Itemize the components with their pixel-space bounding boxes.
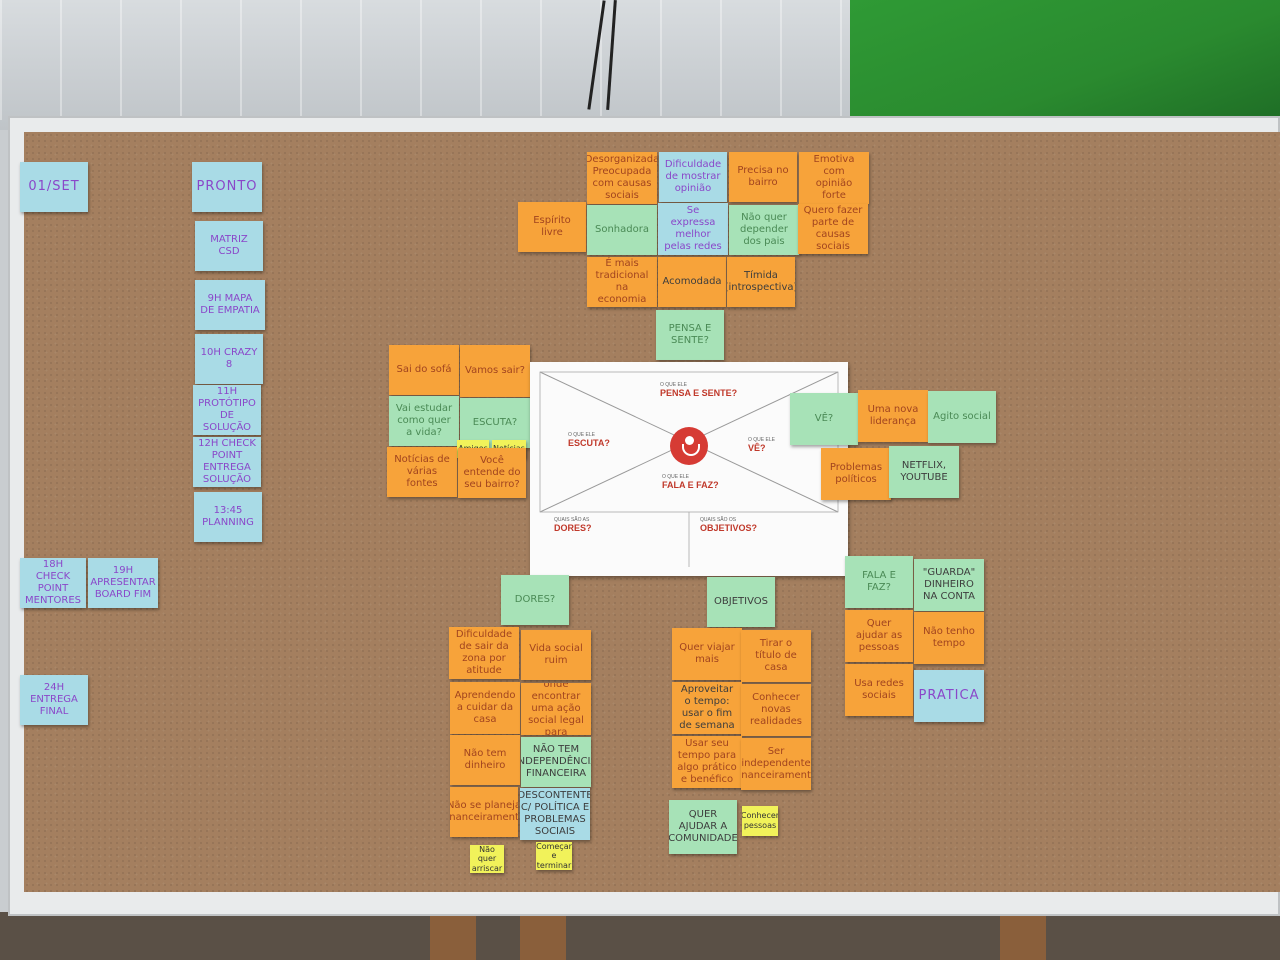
note-escuta: Sai do sofá bbox=[389, 345, 459, 395]
note-pensa: Precisa no bairro bbox=[729, 152, 797, 202]
note-escuta: Você entende do seu bairro? bbox=[458, 448, 526, 498]
floor bbox=[0, 912, 1280, 960]
note-pensa: Sonhadora bbox=[587, 205, 657, 255]
note-ve: Agito social bbox=[928, 391, 996, 443]
note-dores: DESCONTENTE C/ POLÍTICA E PROBLEMAS SOCI… bbox=[520, 788, 590, 840]
note-dores-header: DORES? bbox=[501, 575, 569, 625]
note-timeline-item: 9H MAPA DE EMPATIA bbox=[195, 280, 265, 330]
note-pensa: Tímida (introspectiva) bbox=[727, 257, 795, 307]
note-escuta: Notícias de várias fontes bbox=[387, 447, 457, 497]
note-dores: Aprendendo a cuidar da casa bbox=[450, 682, 520, 734]
note-fala: Quer ajudar as pessoas bbox=[845, 610, 913, 662]
note-ve-header: VÊ? bbox=[790, 393, 858, 445]
note-dores: Vida social ruim bbox=[521, 630, 591, 680]
note-pensa: Quero fazer parte de causas sociais bbox=[798, 204, 868, 254]
note-objetivos: Tirar o título de casa bbox=[741, 630, 811, 682]
note-pensa: Se expressa melhor pelas redes bbox=[658, 203, 728, 255]
note-fala: Não tenho tempo bbox=[914, 612, 984, 664]
green-wall bbox=[850, 0, 1280, 120]
note-fala: Usa redes sociais bbox=[845, 664, 913, 716]
note-dores: Não se planeja financeiramente bbox=[450, 787, 518, 837]
persona-face-icon bbox=[670, 427, 708, 465]
note-dores: Dificuldade de sair da zona por atitude bbox=[449, 627, 519, 679]
note-pensa: É mais tradicional na economia bbox=[587, 257, 657, 307]
note-objetivos: QUER AJUDAR A COMUNIDADE bbox=[669, 800, 737, 854]
note-objetivos: Quer viajar mais bbox=[672, 628, 742, 680]
note-timeline-item: 12H CHECK POINT ENTREGA SOLUÇÃO bbox=[193, 437, 261, 487]
note-objetivos: Aproveitar o tempo: usar o fim de semana bbox=[672, 682, 742, 734]
note-ve: NETFLIX, YOUTUBE bbox=[889, 446, 959, 498]
note-escuta-header: ESCUTA? bbox=[460, 398, 530, 448]
note-pensa: Emotiva com opinião forte bbox=[799, 152, 869, 204]
tag-dores: Não quer arriscar bbox=[470, 845, 504, 873]
note-pensa-header: PENSA E SENTE? bbox=[656, 310, 724, 360]
note-pensa: Desorganizada Preocupada com causas soci… bbox=[587, 152, 657, 204]
note-escuta: Vamos sair? bbox=[460, 345, 530, 397]
note-timeline-item: 18H CHECK POINT MENTORES bbox=[20, 558, 86, 608]
note-timeline-item: 19H APRESENTAR BOARD FIM bbox=[88, 558, 158, 608]
note-ve: Uma nova liderança bbox=[858, 390, 928, 442]
note-timeline-item: MATRIZ CSD bbox=[195, 221, 263, 271]
note-escuta: Vai estudar como quer a vida? bbox=[389, 396, 459, 446]
note-status: PRONTO bbox=[192, 162, 262, 212]
tag-objetivos: Conhecer pessoas bbox=[742, 806, 778, 836]
note-objetivos: Ser independente financeiramente bbox=[741, 738, 811, 790]
note-timeline-item: 13:45 PLANNING bbox=[194, 492, 262, 542]
note-pensa: Não quer depender dos pais bbox=[729, 205, 799, 255]
note-objetivos-header: OBJETIVOS bbox=[707, 577, 775, 627]
note-ve: Problemas políticos bbox=[821, 448, 891, 500]
note-fala: "GUARDA" DINHEIRO NA CONTA bbox=[914, 559, 984, 611]
note-timeline-item: 24H ENTREGA FINAL bbox=[20, 675, 88, 725]
note-objetivos: Usar seu tempo para algo prático e benéf… bbox=[672, 736, 742, 788]
note-pensa: Espírito livre bbox=[518, 202, 586, 252]
note-pensa: Acomodada bbox=[658, 257, 726, 307]
tag-dores: Começar e terminar bbox=[536, 842, 572, 870]
note-dores: Não sabe onde encontrar uma ação social … bbox=[521, 683, 591, 735]
note-fala-header: FALA E FAZ? bbox=[845, 556, 913, 608]
note-timeline-item: 11H PROTÓTIPO DE SOLUÇÃO bbox=[193, 385, 261, 435]
note-timeline-item: 10H CRAZY 8 bbox=[195, 334, 263, 384]
note-date: 01/SET bbox=[20, 162, 88, 212]
note-pensa: Dificuldade de mostrar opinião bbox=[659, 152, 727, 202]
note-dores: NÃO TEM INDEPENDÊNCIA FINANCEIRA bbox=[521, 737, 591, 787]
note-dores: Não tem dinheiro bbox=[450, 735, 520, 785]
note-fala: PRATICA bbox=[914, 670, 984, 722]
note-objetivos: Conhecer novas realidades bbox=[741, 684, 811, 736]
